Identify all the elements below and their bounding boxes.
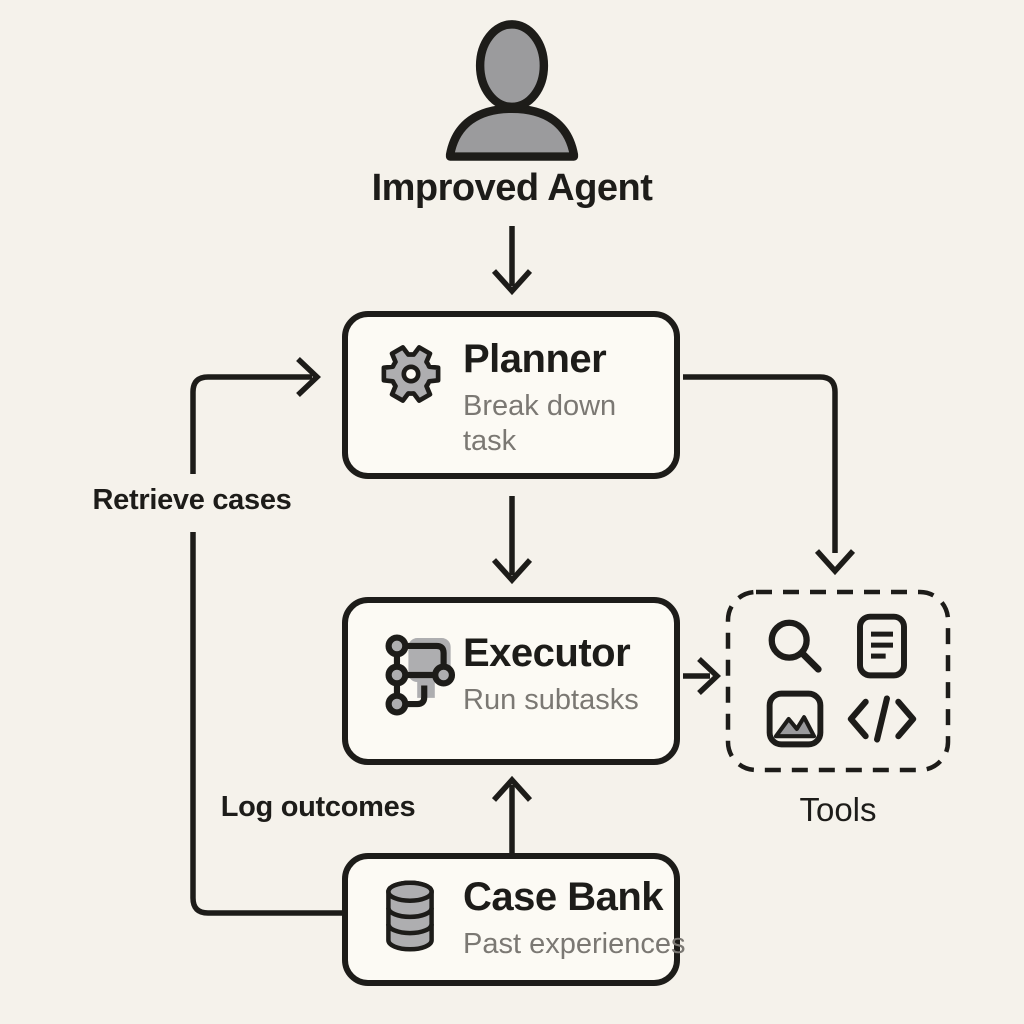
code-icon bbox=[846, 695, 918, 748]
executor-title: Executor bbox=[463, 631, 631, 675]
database-icon bbox=[381, 880, 439, 957]
arrow-planner-to-executor bbox=[491, 496, 533, 585]
case-bank-node: Case Bank Past experiences bbox=[342, 853, 685, 986]
gear-icon bbox=[378, 341, 444, 412]
workflow-icon bbox=[380, 631, 472, 724]
executor-node: Executor Run subtasks bbox=[342, 597, 680, 765]
image-icon bbox=[766, 690, 824, 753]
arrow-agent-to-planner bbox=[491, 226, 533, 296]
planner-node: Planner Break down task bbox=[342, 311, 680, 479]
planner-subtitle: Break down task bbox=[463, 390, 617, 458]
retrieve-cases-label: Retrieve cases bbox=[92, 484, 292, 516]
document-icon bbox=[855, 613, 909, 684]
arrow-planner-to-tools bbox=[683, 374, 856, 576]
log-outcomes-label: Log outcomes bbox=[220, 791, 416, 823]
tools-dashed-border bbox=[725, 589, 951, 773]
tools-label: Tools bbox=[799, 791, 877, 828]
executor-subtitle: Run subtasks bbox=[463, 684, 639, 716]
planner-title: Planner bbox=[463, 337, 607, 381]
search-icon bbox=[764, 615, 826, 682]
person-icon bbox=[437, 18, 587, 162]
arrow-executor-to-tools bbox=[683, 657, 722, 695]
agent-title: Improved Agent bbox=[371, 167, 653, 209]
arrow-casebank-to-executor bbox=[491, 775, 533, 856]
case-bank-subtitle: Past experiences bbox=[463, 928, 686, 960]
tools-group bbox=[725, 589, 951, 773]
arrow-casebank-to-planner bbox=[190, 357, 343, 916]
case-bank-title: Case Bank bbox=[463, 875, 664, 919]
